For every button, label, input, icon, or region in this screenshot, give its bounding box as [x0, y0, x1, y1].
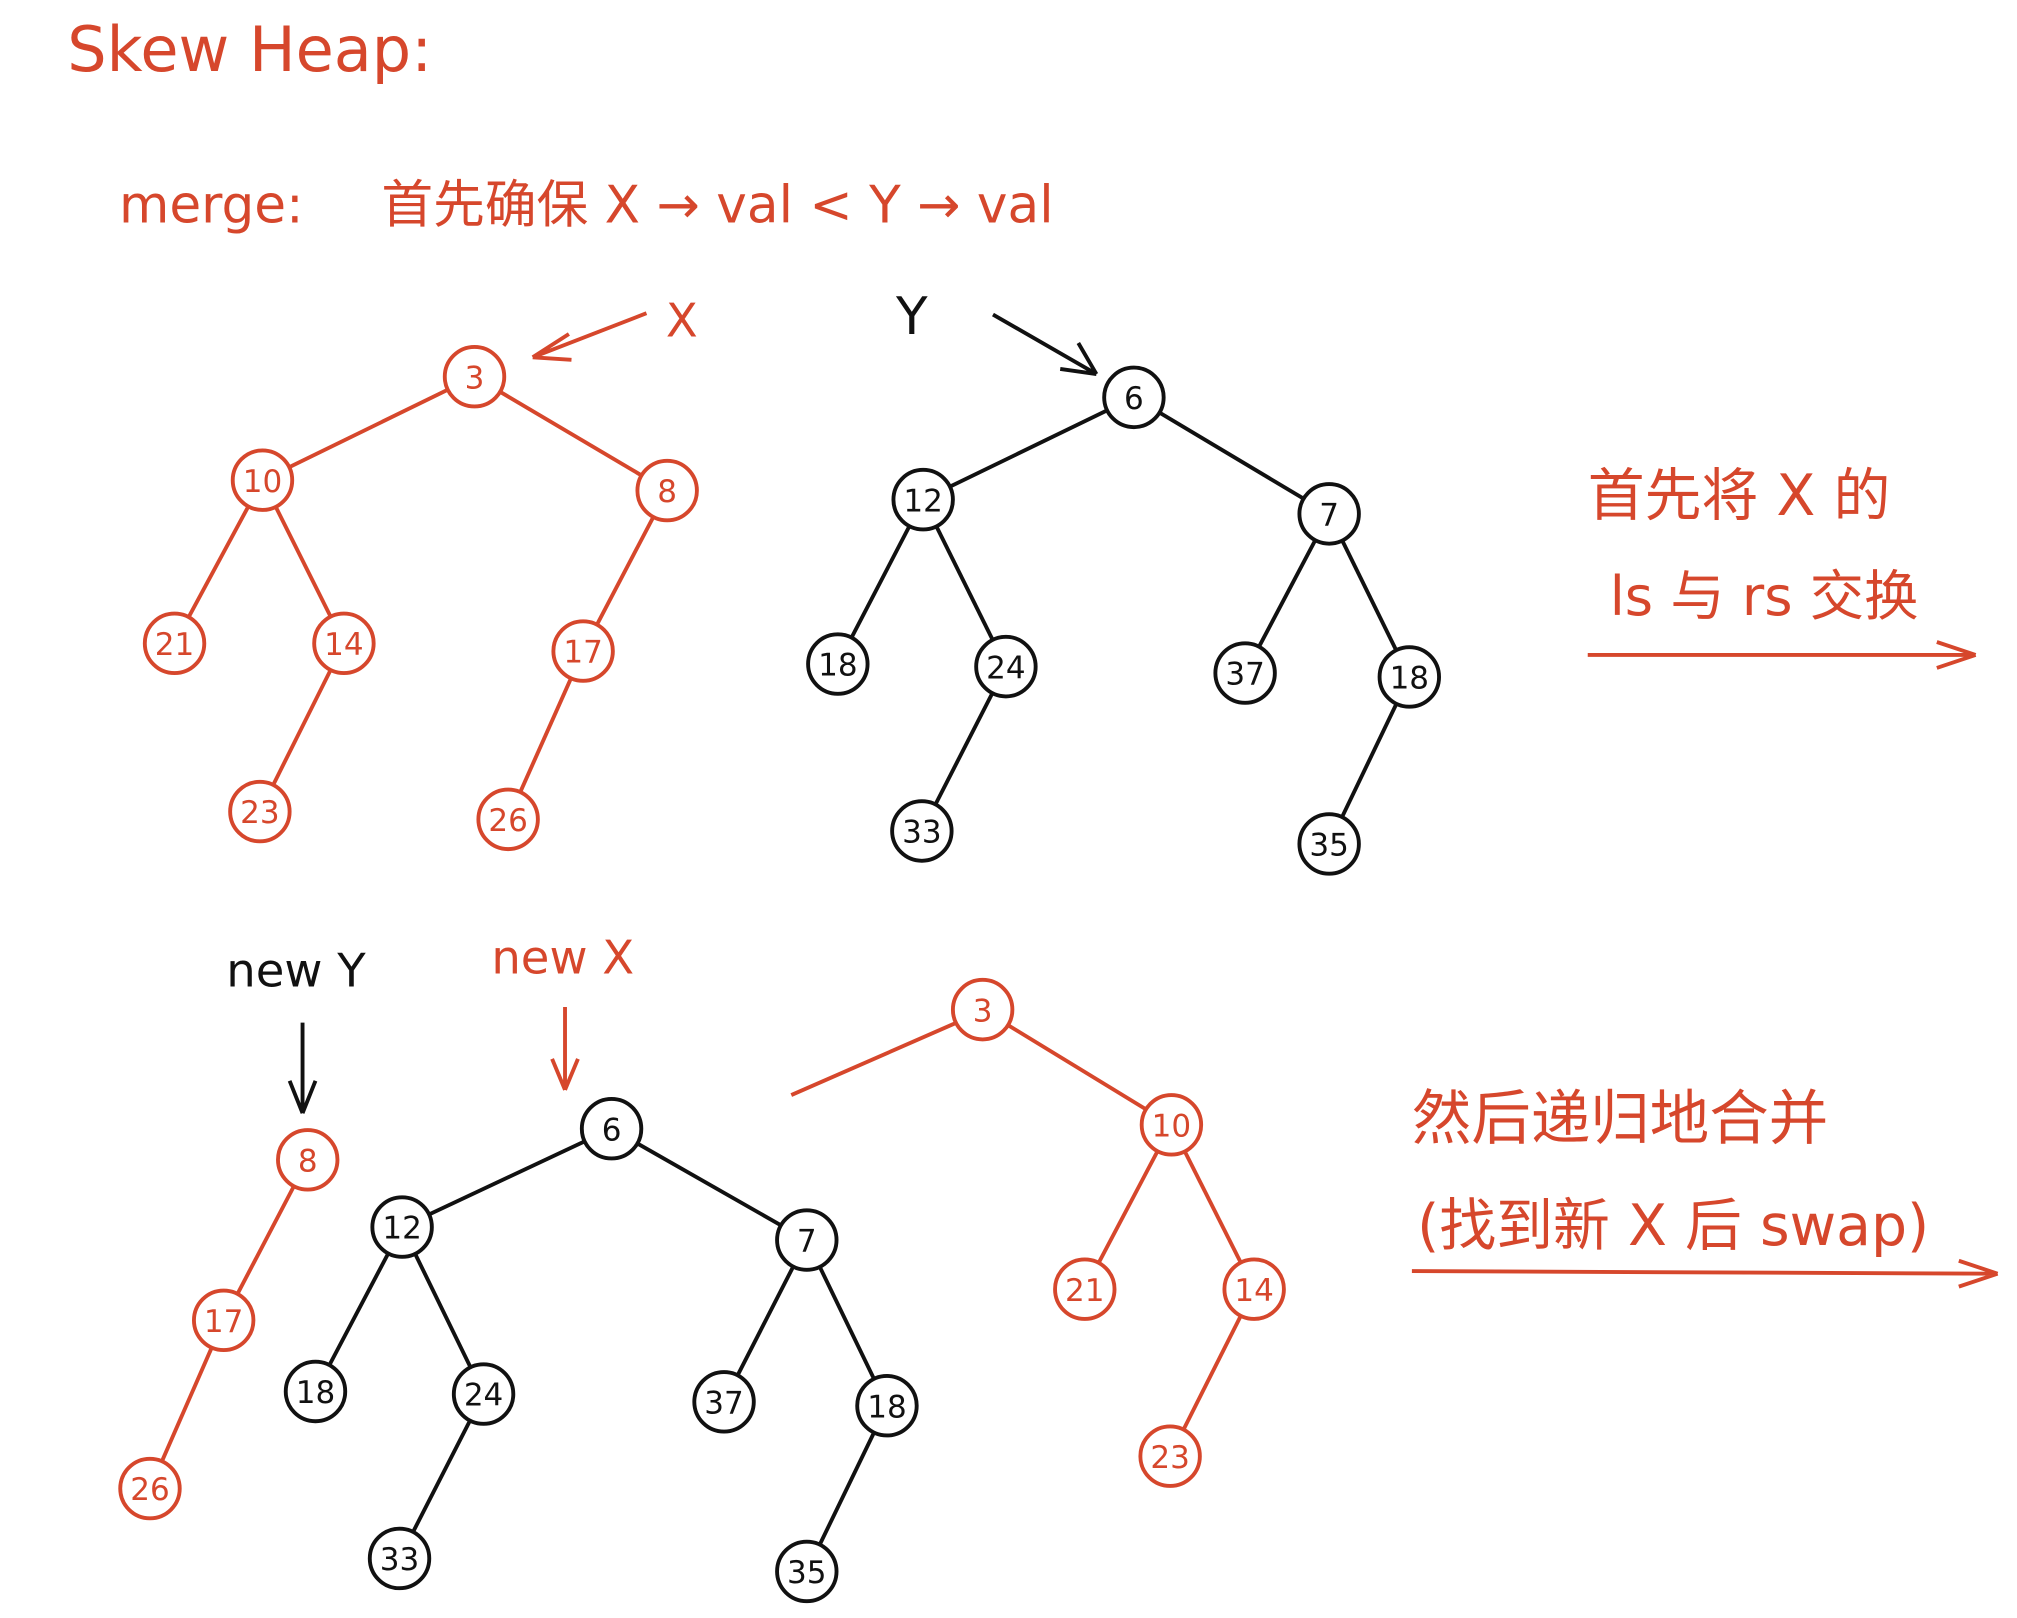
tree-node	[1377, 645, 1441, 709]
tree-edge	[922, 395, 1135, 502]
tree-node	[1222, 1257, 1286, 1321]
tree-node-value: 21	[1065, 1273, 1104, 1309]
tree-node	[891, 467, 955, 532]
label-new-y: new Y	[226, 943, 366, 997]
tree-node-value: 18	[296, 1375, 335, 1411]
tree-node	[228, 779, 292, 844]
arrow-right-icon	[1587, 640, 1977, 670]
tree-node-value: 35	[787, 1555, 826, 1591]
tree-node-value: 23	[1150, 1440, 1189, 1476]
tree-node	[370, 1195, 434, 1259]
tree-node-value: 12	[903, 483, 942, 519]
arrow-new-x-icon	[550, 1007, 580, 1091]
tree-node-value: 10	[243, 464, 282, 500]
tree-node	[974, 634, 1038, 699]
note-swap-line2: ls 与 rs 交换	[1610, 565, 1919, 628]
tree-node-value: 24	[464, 1378, 503, 1414]
tree-node-value: 33	[380, 1542, 419, 1578]
tree-node	[890, 799, 954, 863]
tree-node	[118, 1456, 182, 1521]
tree-node	[442, 344, 507, 409]
arrow-y-icon	[992, 312, 1099, 377]
tree-node-value: 12	[382, 1211, 421, 1247]
tree-node	[1297, 812, 1361, 876]
tree-node	[230, 448, 295, 512]
tree-node-value: 7	[1319, 498, 1339, 534]
tree-node	[806, 632, 870, 696]
y-tree: 6 12 7 18 24 37 18 33 35	[806, 365, 1441, 876]
tree-node	[775, 1539, 839, 1604]
tree-node-value: 24	[986, 650, 1025, 686]
x-tree: 3 10 8 21 14 17 23 26	[142, 344, 699, 852]
label-new-x: new X	[491, 930, 634, 984]
tree-node	[476, 787, 540, 852]
tree-node-value: 14	[1234, 1273, 1273, 1309]
merged-parent-edge	[790, 1020, 958, 1097]
tree-node	[312, 611, 376, 676]
tree-node-value: 37	[704, 1385, 743, 1421]
tree-node-value: 37	[1225, 657, 1264, 693]
tree-node	[551, 619, 615, 683]
tree-node-value: 26	[130, 1472, 169, 1508]
tree-node-value: 18	[1390, 661, 1429, 697]
tree-node	[855, 1374, 919, 1438]
tree-node	[1139, 1093, 1204, 1157]
merge-condition: 首先确保 X → val < Y → val	[381, 176, 1053, 236]
merged-tree: 3 10 21 14 23	[950, 977, 1286, 1488]
label-y: Y	[895, 287, 928, 347]
tree-node-value: 3	[465, 360, 485, 396]
tree-node-value: 18	[818, 648, 857, 684]
note-recurse-line2: (找到新 X 后 swap)	[1417, 1193, 1929, 1259]
arrow-x-icon	[531, 311, 648, 362]
tree-node-value: 33	[902, 815, 941, 851]
tree-node-value: 8	[657, 474, 677, 510]
tree-edge	[473, 374, 669, 493]
tree-node	[635, 458, 699, 523]
tree-edge	[1132, 395, 1331, 516]
tree-node	[367, 1526, 432, 1591]
note-swap-line1: 首先将 X 的	[1588, 463, 1891, 529]
tree-node	[192, 1288, 256, 1353]
tree-node	[1053, 1257, 1117, 1321]
tree-node-value: 6	[602, 1112, 622, 1148]
tree-node-value: 26	[488, 803, 527, 839]
note-recurse-line1: 然后递归地合并	[1412, 1085, 1828, 1154]
tree-node-value: 7	[797, 1224, 817, 1260]
new-x-tree: 6 12 7 18 24 37 18 33 35	[283, 1097, 919, 1604]
tree-node	[283, 1359, 348, 1424]
tree-node-value: 21	[155, 627, 194, 663]
tree-node-value: 6	[1124, 381, 1144, 417]
tree-node	[775, 1208, 839, 1272]
tree-edge	[610, 1127, 808, 1242]
label-x: X	[666, 294, 698, 348]
tree-node	[142, 611, 207, 676]
arrow-right-icon	[1411, 1258, 1999, 1289]
tree-node	[451, 1362, 516, 1426]
tree-node-value: 23	[240, 795, 279, 831]
tree-node	[276, 1128, 340, 1192]
tree-node	[1138, 1424, 1202, 1488]
tree-node	[1297, 482, 1361, 546]
tree-node	[579, 1097, 644, 1161]
tree-node	[950, 977, 1015, 1042]
tree-node	[692, 1370, 756, 1434]
arrow-new-y-icon	[287, 1022, 318, 1114]
merge-label: merge:	[119, 176, 304, 236]
tree-edge	[401, 1126, 613, 1229]
page-title: Skew Heap:	[67, 13, 432, 86]
tree-node	[1102, 365, 1166, 430]
tree-node	[1213, 641, 1277, 705]
tree-node-value: 14	[324, 627, 363, 663]
tree-edge	[261, 374, 476, 482]
tree-node-value: 3	[973, 993, 993, 1029]
tree-edge	[981, 1007, 1173, 1127]
new-y-tree: 8 17 26	[118, 1128, 340, 1521]
tree-node-value: 10	[1152, 1108, 1191, 1144]
tree-node-value: 17	[204, 1304, 243, 1340]
tree-node-value: 17	[563, 635, 602, 671]
tree-node-value: 8	[298, 1143, 318, 1179]
tree-node-value: 18	[867, 1389, 906, 1425]
tree-node-value: 35	[1309, 828, 1348, 864]
